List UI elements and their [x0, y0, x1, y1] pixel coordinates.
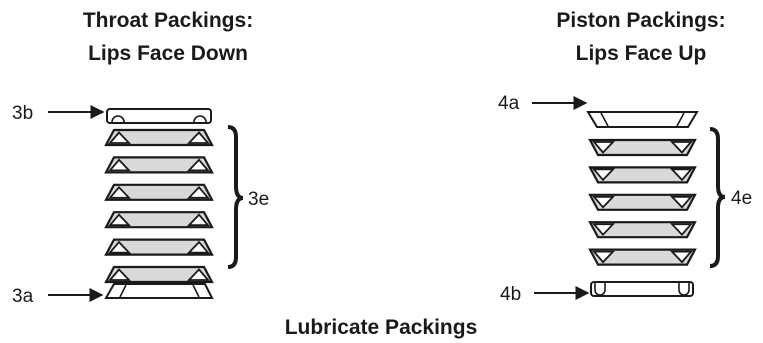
piston-v-packing-ring: [588, 248, 697, 266]
piston-top-adapter-ring: [586, 111, 699, 128]
callout-3b-label: 3b: [12, 103, 33, 124]
throat-title-line1: Throat Packings:: [83, 9, 253, 32]
throat-group-brace: [227, 125, 244, 269]
throat-v-packing-ring: [104, 183, 214, 201]
piston-title-line1: Piston Packings:: [556, 9, 725, 32]
piston-group-brace: [709, 127, 726, 268]
throat-v-packing-ring: [104, 265, 214, 284]
throat-v-packing-ring: [104, 156, 214, 174]
throat-v-packing-ring: [104, 238, 214, 256]
callout-4b-label: 4b: [500, 284, 521, 305]
piston-v-packing-stack: [588, 138, 697, 266]
throat-bottom-adapter-ring: [104, 283, 214, 299]
piston-packing-column: 4a 4b 4e: [498, 93, 752, 305]
throat-v-packing-stack: [104, 128, 214, 284]
throat-title-line2: Lips Face Down: [88, 42, 248, 65]
callout-3e-label: 3e: [248, 189, 269, 210]
throat-top-adapter-ring: [106, 108, 212, 124]
piston-bottom-adapter-ring: [590, 281, 694, 297]
piston-v-packing-ring: [588, 166, 697, 184]
footer-caption: Lubricate Packings: [285, 316, 478, 339]
throat-v-packing-ring: [104, 211, 214, 229]
callout-3a-label: 3a: [12, 286, 34, 307]
piston-v-packing-ring: [588, 221, 697, 239]
callout-4a-label: 4a: [498, 93, 520, 114]
throat-packing-column: 3b 3a 3e: [12, 103, 269, 307]
piston-title-line2: Lips Face Up: [576, 42, 707, 65]
piston-v-packing-ring: [588, 193, 697, 211]
throat-v-packing-ring: [104, 128, 214, 147]
callout-4e-label: 4e: [731, 188, 752, 209]
piston-v-packing-ring: [588, 138, 697, 157]
